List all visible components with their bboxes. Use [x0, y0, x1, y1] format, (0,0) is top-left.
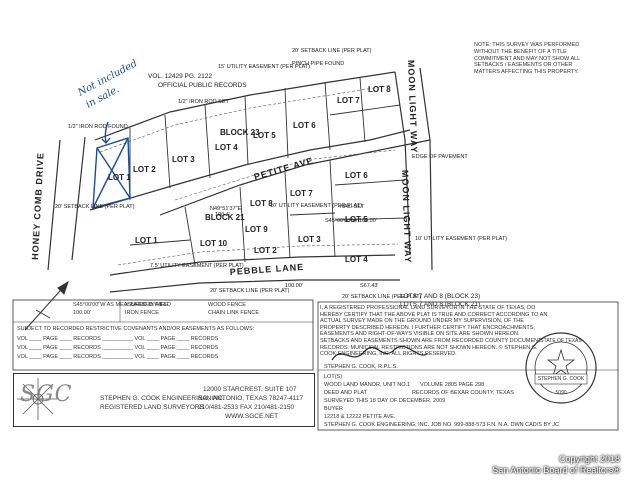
tb-volume: VOLUME 2805 PAGE 298 [420, 382, 485, 388]
legend-barbed: X BARBED WIRE [125, 302, 169, 308]
petite-ave-label: PETITE AVE [253, 155, 315, 182]
legend-subject: SUBJECT TO RECORDED RESTRICTIVE COVENANT… [17, 326, 255, 332]
lot-3-b21: LOT 3 [298, 235, 321, 244]
lots-note-2: LOTS 7 AND 8 (BLOCK 21) [400, 301, 480, 308]
lot-7-b21: LOT 7 [290, 189, 313, 198]
iron-rod-set-1: 1/2" IRON ROD SET [178, 99, 229, 105]
setback-note-top: 20' SETBACK LINE (PER PLAT) [292, 48, 372, 54]
tb-job: STEPHEN G. COOK ENGINEERING, INC. JOB NO… [324, 422, 560, 428]
setback-south: 20' SETBACK LINE (PER PLAT) [342, 294, 422, 300]
iron-rod-found-1: 1/2" IRON ROD FOUND [68, 124, 128, 130]
moon-light-way-label: MOON LIGHT WAY [406, 60, 419, 154]
watermark-line1: Copyright 2018 [558, 454, 620, 464]
bearing-1: N49°51'37"E [210, 206, 242, 212]
compass-icon [17, 378, 59, 420]
lots-note-1: LOTS 7 AND 8 (BLOCK 23) [400, 293, 480, 300]
volume-label: VOL. 12429 PG. 2122 [148, 73, 212, 80]
setback-west: 20' SETBACK LINE (PER PLAT) [55, 204, 135, 210]
boundary-north [94, 71, 396, 141]
dist-1: 100.4' [215, 212, 230, 218]
company-address2: SAN ANTONIO, TEXAS 78247-4117 [198, 395, 304, 402]
lot-8-b21: LOT 8 [250, 199, 273, 208]
tb-subdivision: WOOD LAND MANOR, UNIT NO.1 [324, 382, 411, 388]
seal-name: STEPHEN G. COOK [537, 376, 585, 382]
company-sub: REGISTERED LAND SURVEYORS [100, 404, 204, 411]
block-23-label: BLOCK 23 [220, 128, 260, 137]
signature-area: STEPHEN G. COOK, R.P.L.S. [322, 342, 482, 370]
tb-surveyed: SURVEYED THIS 18 DAY OF DECEMBER, 2009 [324, 398, 446, 404]
lot-4-b21: LOT 4 [345, 255, 368, 264]
utility-easement-east: 10' UTILITY EASEMENT (PER PLAT) [415, 236, 507, 242]
block-21-label: BLOCK 21 [205, 213, 245, 222]
block23-south [89, 129, 411, 211]
surveyor-seal: STATE OF TEXAS STEPHEN G. COOK 5090 [523, 330, 599, 406]
dist-pebble: 100.00' [285, 283, 303, 289]
lot-5-b23: LOT 5 [253, 131, 276, 140]
pebble-north [109, 254, 396, 276]
tb-deed: DEED AND PLAT [324, 390, 367, 396]
legend-vol-1: VOL ____ PAGE ____ RECORDS __________ VO… [17, 336, 219, 342]
lot-1-b21: LOT 1 [135, 236, 158, 245]
tb-address: 12218 & 12222 PETITE AVE. [324, 414, 396, 420]
tb-lot: LOT(S) [324, 374, 343, 380]
legend-iron-fence: IRON FENCE [125, 310, 159, 316]
nail-set: NAIL SET [340, 204, 365, 210]
lot-5-b21: LOT 5 [345, 215, 368, 224]
legend-vol-2: VOL ____ PAGE ____ RECORDS __________ VO… [17, 345, 219, 351]
records-label: OFFICIAL PUBLIC RECORDS [158, 82, 247, 89]
bearing-2: S45°00'00"W 100.00' [325, 218, 377, 224]
block21-north [159, 139, 431, 216]
pinch-pipe-1: PINCH PIPE FOUND [292, 61, 344, 67]
moon-light-way-label-2: MOON LIGHT WAY [400, 170, 413, 264]
honey-comb-drive-label: HONEY COMB DRIVE [30, 152, 46, 260]
tb-records: RECORDS OF BEXAR COUNTY, TEXAS [412, 390, 514, 396]
legend-measured: S45°00'00"W AS MEASURED IN FIELD [73, 302, 171, 308]
utility-easement-75: 7.5' UTILITY EASEMENT (PER PLAT) [150, 263, 244, 269]
tb-buyer: BUYER [324, 406, 343, 412]
edge-pavement: EDGE OF PAVEMENT [412, 154, 468, 160]
honeycomb-west [47, 139, 61, 271]
moonlight-east [419, 67, 433, 271]
lot-1-b23: LOT 1 [108, 173, 131, 182]
dist-moon: S67.43' [360, 283, 378, 289]
lot-8-b23: LOT 8 [368, 85, 391, 94]
legend-chain-link: CHAIN LINK FENCE [208, 310, 260, 316]
north-arrow-icon [24, 280, 69, 331]
lot-6-b21: LOT 6 [345, 171, 368, 180]
lot-3-b23: LOT 3 [172, 155, 195, 164]
pebble-south [109, 279, 400, 293]
legend-wood-fence: WOOD FENCE [208, 302, 246, 308]
moonlight-west [394, 71, 411, 256]
signature-name: STEPHEN G. COOK, R.P.L.S. [324, 364, 398, 370]
certification-text: I, A REGISTERED PROFESSIONAL LAND SURVEY… [320, 305, 548, 358]
lot-10-b21: LOT 10 [200, 239, 228, 248]
seal-number: 5090 [555, 390, 567, 396]
legend-vol-3: VOL ____ PAGE ____ RECORDS __________ VO… [17, 354, 219, 360]
company-name: STEPHEN G. COOK ENGINEERING, INC. [100, 395, 225, 402]
excluded-lot-outline [92, 121, 131, 209]
setback-pebble: 20' SETBACK LINE (PER PLAT) [210, 288, 290, 294]
company-phone: 210/481-2533 FAX 210/481-2150 [198, 404, 295, 411]
lot-7-b23: LOT 7 [337, 96, 360, 105]
company-web: WWW.SGCE.NET [225, 413, 279, 420]
lot-2-b23: LOT 2 [133, 165, 156, 174]
utility-easement-mid: 10' UTILITY EASEMENT (PER PLAT) [270, 203, 362, 209]
boundary-west [71, 136, 86, 261]
utility-easement-note: 15' UTILITY EASEMENT (PER PLAT) [218, 64, 310, 70]
watermark-line2: San Antonio Board of Realtors® [492, 465, 620, 475]
signature-icon [331, 345, 428, 361]
legend-measured-dist: 100.00' [73, 310, 91, 316]
lot-4-b23: LOT 4 [215, 143, 238, 152]
lot-6-b23: LOT 6 [293, 121, 316, 130]
copyright-watermark: Copyright 2018 San Antonio Board of Real… [492, 454, 620, 476]
lot-2-b21: LOT 2 [254, 246, 277, 255]
company-block [13, 373, 315, 427]
company-logo: SGC [20, 382, 73, 407]
survey-note: NOTE: THIS SURVEY WAS PERFORMED WITHOUT … [474, 42, 581, 76]
lot-9-b21: LOT 9 [245, 225, 268, 234]
seal-top: STATE OF TEXAS [540, 338, 582, 344]
company-address1: 12000 STARCREST, SUITE 107 [203, 386, 297, 393]
